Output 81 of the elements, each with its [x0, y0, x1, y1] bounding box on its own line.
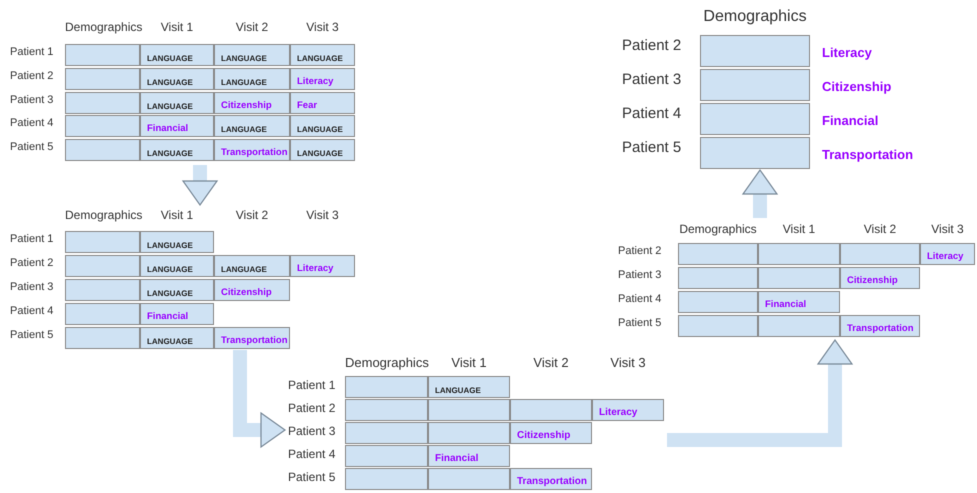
column-header: Visit 2: [234, 20, 270, 34]
row-label: Patient 1: [10, 46, 54, 58]
column-header: Demographics: [345, 355, 428, 370]
table-cell: LANGUAGE: [214, 115, 290, 137]
table-cell: LANGUAGE: [290, 44, 355, 66]
column-header: Demographics: [65, 20, 140, 34]
column-header: Visit 3: [930, 222, 965, 236]
table-cell: Citizenship: [840, 267, 920, 289]
row-label: Patient 2: [10, 70, 54, 82]
barrier-label: Financial: [822, 113, 878, 128]
table-cell: LANGUAGE: [140, 279, 214, 301]
column-header: Visit 2: [234, 208, 270, 222]
barrier-label: Transportation: [822, 147, 914, 162]
column-header: Demographics: [702, 8, 808, 26]
row-label: Patient 4: [10, 117, 54, 129]
row-label: Patient 4: [618, 293, 662, 305]
row-label: Patient 5: [10, 141, 54, 153]
table-cell: LANGUAGE: [140, 92, 214, 114]
table-cell: Transportation: [214, 139, 290, 161]
column-header: Demographics: [65, 208, 140, 222]
row-label: Patient 4: [622, 105, 682, 122]
row-label: Patient 2: [288, 401, 336, 415]
table-cell: Literacy: [290, 255, 355, 277]
row-label: Patient 3: [622, 71, 682, 88]
table-cell: Citizenship: [510, 422, 592, 444]
table-cell: LANGUAGE: [140, 44, 214, 66]
row-label: Patient 2: [622, 37, 682, 54]
table-cell: LANGUAGE: [428, 376, 510, 398]
row-label: Patient 5: [10, 329, 54, 341]
column-header: Visit 2: [532, 355, 570, 370]
table-cell: Financial: [140, 303, 214, 325]
column-header: Visit 1: [450, 355, 488, 370]
table-cell: Literacy: [290, 68, 355, 90]
row-label: Patient 3: [288, 424, 336, 438]
column-header: Visit 3: [609, 355, 647, 370]
column-header: Demographics: [678, 222, 758, 236]
barrier-label: Citizenship: [822, 79, 892, 94]
row-label: Patient 3: [10, 94, 54, 106]
block-arrow: [182, 165, 218, 206]
table-cell: LANGUAGE: [140, 68, 214, 90]
table-cell: Transportation: [214, 327, 290, 349]
table-cell: Literacy: [920, 243, 975, 265]
column-header: Visit 1: [782, 222, 816, 236]
table-cell: LANGUAGE: [290, 115, 355, 137]
column-header: Visit 1: [160, 208, 194, 222]
row-label: Patient 4: [10, 305, 54, 317]
table-cell: Literacy: [592, 399, 664, 421]
row-label: Patient 2: [618, 245, 662, 257]
row-label: Patient 4: [288, 447, 336, 461]
table-cell: LANGUAGE: [214, 255, 290, 277]
table-cell: Transportation: [510, 468, 592, 490]
row-label: Patient 5: [622, 139, 682, 156]
table-cell: Financial: [428, 445, 510, 467]
table-cell: LANGUAGE: [140, 327, 214, 349]
column-header: Visit 3: [305, 20, 340, 34]
column-header: Visit 2: [862, 222, 898, 236]
table-cell: LANGUAGE: [290, 139, 355, 161]
table-cell: Financial: [758, 291, 840, 313]
block-arrow: [667, 339, 853, 447]
table-cell: LANGUAGE: [140, 139, 214, 161]
table-cell: Transportation: [840, 315, 920, 337]
table-cell: Fear: [290, 92, 355, 114]
column-header: Visit 3: [305, 208, 340, 222]
barrier-label: Literacy: [822, 45, 872, 60]
table-cell: LANGUAGE: [140, 255, 214, 277]
table-cell: Financial: [140, 115, 214, 137]
table-cell: LANGUAGE: [214, 68, 290, 90]
column-header: Visit 1: [160, 20, 194, 34]
row-label: Patient 2: [10, 257, 54, 269]
row-label: Patient 5: [288, 470, 336, 484]
row-label: Patient 5: [618, 317, 662, 329]
table-cell: Citizenship: [214, 279, 290, 301]
table-cell: LANGUAGE: [140, 231, 214, 253]
table-cell: LANGUAGE: [214, 44, 290, 66]
row-label: Patient 3: [618, 269, 662, 281]
table-cell: Citizenship: [214, 92, 290, 114]
block-arrow: [742, 169, 778, 218]
row-label: Patient 1: [288, 378, 336, 392]
block-arrow: [233, 350, 286, 448]
row-label: Patient 1: [10, 233, 54, 245]
row-label: Patient 3: [10, 281, 54, 293]
